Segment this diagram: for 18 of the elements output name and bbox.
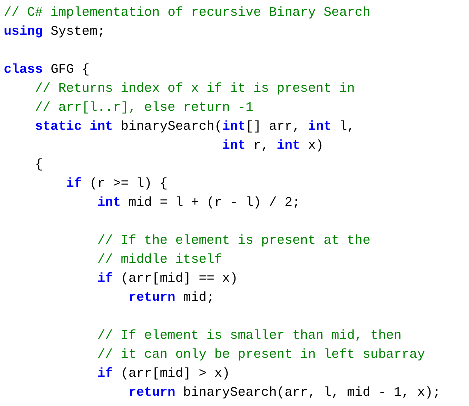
code-line: if (arr[mid] == x)	[98, 270, 238, 288]
code-line: if (arr[mid] > x)	[98, 365, 230, 383]
code-comment: // middle itself	[98, 251, 222, 269]
code-comment: // If the element is present at the	[98, 232, 371, 250]
code-line: int r, int x)	[222, 137, 324, 155]
code-comment: // arr[l..r], else return -1	[35, 99, 254, 117]
code-line: return mid;	[128, 289, 215, 307]
code-line: int mid = l + (r - l) / 2;	[98, 194, 300, 212]
code-comment: // Returns index of x if it is present in	[35, 80, 356, 98]
code-line: return binarySearch(arr, l, mid - 1, x);	[128, 384, 441, 402]
code-comment: // it can only be present in left subarray	[98, 346, 426, 364]
code-line: {	[35, 156, 43, 174]
code-line: using System;	[4, 23, 106, 41]
code-line: static int binarySearch(int[] arr, int l,	[35, 118, 356, 136]
code-line: class GFG {	[4, 61, 90, 79]
code-comment: // C# implementation of recursive Binary Search	[4, 4, 371, 22]
code-comment: // If element is smaller than mid, then	[98, 327, 402, 345]
code-line: if (r >= l) {	[66, 175, 168, 193]
